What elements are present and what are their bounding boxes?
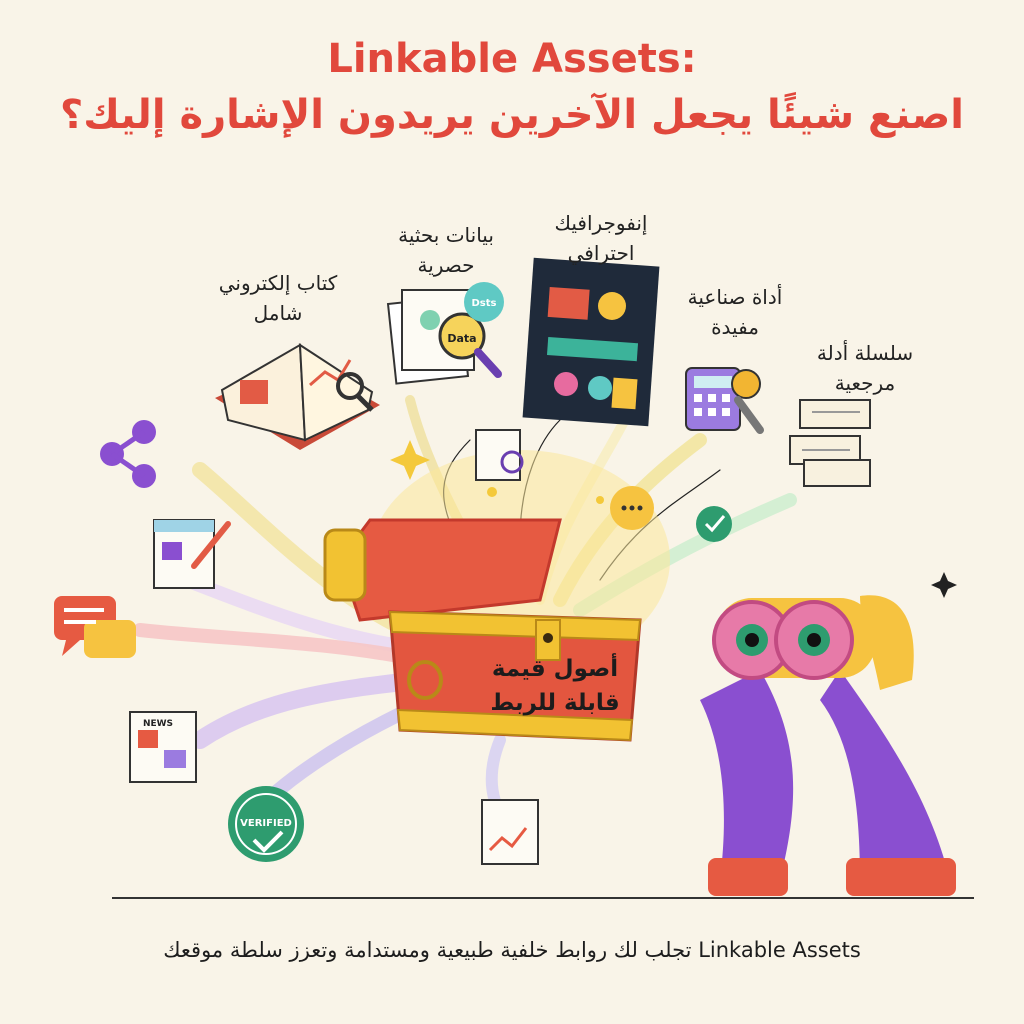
research-data-label: بيانات بحثية حصرية (366, 220, 526, 280)
infographic-label: إنفوجرافيك احترافي (526, 208, 676, 268)
tool-label: أداة صناعية مفيدة (660, 282, 810, 342)
ebook-label: كتاب إلكتروني شامل (198, 268, 358, 328)
binoculars-character (700, 595, 956, 896)
newspaper-icon (129, 711, 197, 783)
reference-series-label-line1: سلسلة أدلة (816, 341, 914, 365)
checkmark-icon (696, 506, 732, 542)
infographic-label-line1: إنفوجرافيك (554, 211, 648, 235)
ebook-label-line1: كتاب إلكتروني (218, 271, 338, 295)
reference-series-label-line2: مرجعية (834, 371, 896, 395)
treasure-chest (323, 518, 642, 742)
data-bubble-label: Data (447, 332, 476, 345)
tool-label-line2: مفيدة (711, 315, 759, 339)
stats-bubble-label: Dsts (472, 298, 497, 309)
search-document-icon (475, 429, 524, 481)
research-data-label-line2: حصرية (417, 253, 475, 277)
reference-series-label: سلسلة أدلة مرجعية (790, 338, 940, 398)
page-title-english: Linkable Assets: (327, 36, 697, 82)
ebook-icon (215, 343, 380, 450)
scroll-series-icon (789, 399, 871, 487)
infographic-poster-icon (522, 257, 660, 427)
chat-bubbles-icon (54, 596, 136, 658)
sparkles (390, 440, 957, 598)
chest-label-line2: قابلة للربط (490, 690, 620, 716)
research-data-label-line1: بيانات بحثية (398, 223, 494, 247)
tool-label-line1: أداة صناعية (687, 285, 783, 309)
chest-label: أصول قيمة قابلة للربط (470, 652, 640, 720)
verified-badge-icon (228, 786, 304, 862)
page-title-arabic: اصنع شيئًا يجعل الآخرين يريدون الإشارة إ… (60, 92, 964, 138)
share-icon (100, 420, 156, 488)
research-data-icon (386, 282, 504, 385)
footer-caption: Linkable Assets تجلب لك روابط خلفية طبيع… (163, 938, 861, 962)
ebook-label-line2: شامل (253, 301, 303, 325)
infographic-label-line2: احترافي (567, 241, 635, 265)
news-label: NEWS (143, 719, 173, 729)
chat-icon (610, 486, 654, 530)
calculator-tool-icon (685, 367, 764, 434)
report-document-icon (481, 799, 539, 865)
verified-label: VERIFIED (240, 818, 292, 829)
edit-document-icon (153, 519, 231, 589)
chest-label-line1: أصول قيمة (491, 656, 619, 682)
